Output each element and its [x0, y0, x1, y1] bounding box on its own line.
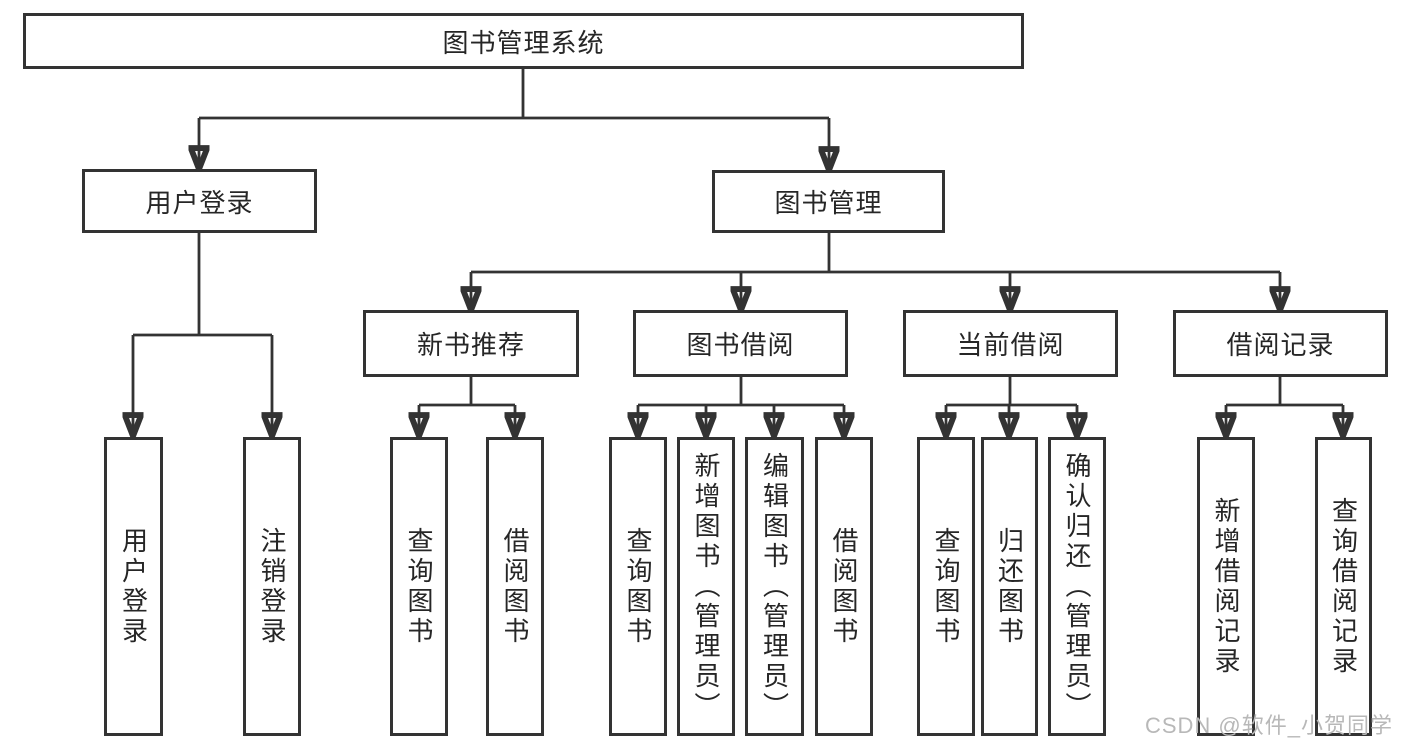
leaf-borrow-books-borrowing: 借阅图书: [815, 437, 873, 736]
node-book-borrowing: 图书借阅: [633, 310, 848, 377]
leaf-query-books-current-label: 查询图书: [931, 526, 961, 647]
leaf-add-borrow-record: 新增借阅记录: [1197, 437, 1255, 736]
connector-trunks: [133, 69, 1343, 407]
connector-arrows: [133, 118, 1343, 434]
node-user-login: 用户登录: [82, 169, 317, 233]
leaf-query-books-recommend: 查询图书: [390, 437, 448, 736]
leaf-add-book-admin-label: 新增图书（管理员）: [691, 451, 721, 722]
leaf-edit-book-admin-label: 编辑图书（管理员）: [759, 451, 790, 722]
leaf-borrow-books-borrowing-label: 借阅图书: [829, 526, 859, 647]
csdn-watermark: CSDN @软件_小贺同学: [1144, 713, 1393, 738]
leaf-add-book-admin: 新增图书（管理员）: [677, 437, 735, 736]
leaf-return-book-label: 归还图书: [994, 526, 1025, 647]
leaf-query-borrow-record-label: 查询借阅记录: [1328, 496, 1359, 677]
leaf-user-login-label: 用户登录: [118, 526, 149, 647]
leaf-user-login: 用户登录: [104, 437, 163, 736]
leaf-confirm-return-admin: 确认归还（管理员）: [1048, 437, 1106, 736]
leaf-edit-book-admin: 编辑图书（管理员）: [745, 437, 804, 736]
leaf-borrow-books-recommend: 借阅图书: [486, 437, 544, 736]
leaf-query-books-recommend-label: 查询图书: [404, 526, 434, 647]
node-borrowing-records: 借阅记录: [1173, 310, 1388, 377]
leaf-logout: 注销登录: [243, 437, 301, 736]
leaf-logout-label: 注销登录: [257, 526, 287, 647]
node-current-borrowing: 当前借阅: [903, 310, 1118, 377]
leaf-return-book: 归还图书: [981, 437, 1038, 736]
leaf-query-borrow-record: 查询借阅记录: [1315, 437, 1372, 736]
leaf-add-borrow-record-label: 新增借阅记录: [1211, 496, 1241, 677]
node-library-management-system: 图书管理系统: [23, 13, 1024, 69]
leaf-query-books-current: 查询图书: [917, 437, 975, 736]
leaf-query-books-borrowing-label: 查询图书: [623, 526, 653, 647]
node-book-management: 图书管理: [712, 170, 945, 233]
leaf-borrow-books-recommend-label: 借阅图书: [500, 526, 530, 647]
node-new-book-recommendation: 新书推荐: [363, 310, 579, 377]
leaf-confirm-return-admin-label: 确认归还（管理员）: [1062, 451, 1092, 722]
leaf-query-books-borrowing: 查询图书: [609, 437, 667, 736]
